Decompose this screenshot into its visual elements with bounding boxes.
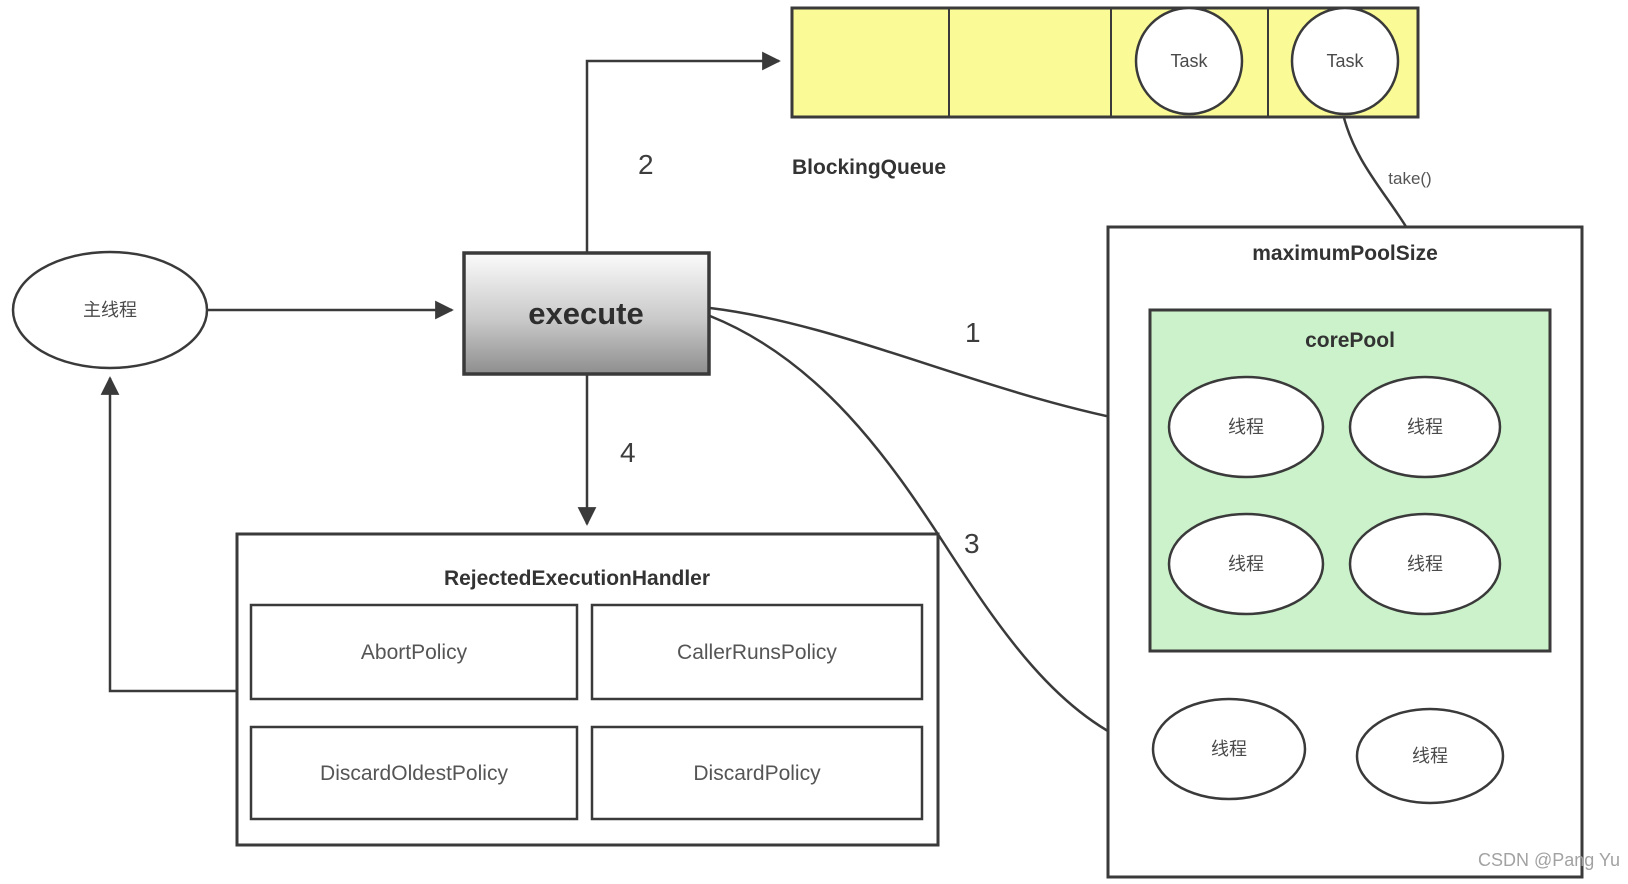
edge-execute-to-queue-step2 — [585, 51, 781, 253]
rejected-execution-handler-box: RejectedExecutionHandler AbortPolicy Cal… — [235, 532, 940, 847]
policy-box: DiscardPolicy — [590, 725, 924, 821]
thread-ellipse — [1167, 512, 1325, 616]
thread-node: 线程 — [1167, 375, 1325, 479]
maximum-pool-box: maximumPoolSize corePool 线程 线程 线程 线程 — [1106, 225, 1584, 879]
thread-label: 线程 — [1228, 417, 1264, 437]
thread-node: 线程 — [1167, 512, 1325, 616]
policy-label: AbortPolicy — [361, 641, 468, 664]
task-circle — [1290, 6, 1400, 116]
thread-ellipse — [1348, 512, 1502, 616]
thread-node: 线程 — [1348, 512, 1502, 616]
policy-box: AbortPolicy — [249, 603, 579, 701]
step-label-4: 4 — [620, 437, 636, 468]
policy-rect — [590, 725, 924, 821]
blocking-queue: Task Task BlockingQueue — [790, 6, 1420, 179]
policy-rect — [249, 603, 579, 701]
step-label-3: 3 — [964, 528, 980, 559]
extra-thread-node: 线程 — [1151, 697, 1307, 801]
blocking-queue-label: BlockingQueue — [792, 156, 946, 179]
task-label: Task — [1326, 51, 1364, 71]
policy-label: DiscardPolicy — [693, 762, 821, 785]
thread-ellipse — [1151, 697, 1307, 801]
handler-title: RejectedExecutionHandler — [444, 567, 710, 590]
thread-label: 线程 — [1407, 554, 1443, 574]
main-thread-label: 主线程 — [83, 300, 137, 320]
main-thread-node: 主线程 — [11, 250, 209, 370]
policy-rect — [249, 725, 579, 821]
thread-label: 线程 — [1407, 417, 1443, 437]
thread-ellipse — [1167, 375, 1325, 479]
edge-execute-to-extrathread-step3 — [709, 314, 1143, 750]
queue-task-node: Task — [1290, 6, 1400, 116]
execute-label: execute — [528, 296, 643, 331]
thread-node: 线程 — [1348, 375, 1502, 479]
thread-label: 线程 — [1211, 739, 1247, 759]
execute-rect — [462, 251, 711, 376]
thread-ellipse — [1355, 707, 1505, 805]
execute-node: execute — [462, 251, 711, 376]
policy-rect — [590, 603, 924, 701]
policy-label: DiscardOldestPolicy — [320, 762, 508, 785]
core-pool-title: corePool — [1305, 329, 1395, 352]
edge-execute-to-corepool-step1 — [709, 306, 1159, 433]
task-circle — [1134, 6, 1244, 116]
queue-task-node: Task — [1134, 6, 1244, 116]
core-pool-box: corePool 线程 线程 线程 线程 — [1148, 308, 1552, 653]
task-label: Task — [1170, 51, 1208, 71]
thread-label: 线程 — [1228, 554, 1264, 574]
policy-label: CallerRunsPolicy — [677, 641, 837, 664]
policy-box: CallerRunsPolicy — [590, 603, 924, 701]
extra-thread-node: 线程 — [1355, 707, 1505, 805]
main-thread-ellipse — [11, 250, 209, 370]
maximum-pool-title: maximumPoolSize — [1252, 242, 1438, 265]
step-label-1: 1 — [965, 317, 981, 348]
policy-box: DiscardOldestPolicy — [249, 725, 579, 821]
thread-ellipse — [1348, 375, 1502, 479]
step-label-2: 2 — [638, 149, 654, 180]
thread-label: 线程 — [1412, 746, 1448, 766]
take-method-label: take() — [1388, 169, 1431, 188]
edge-handler-to-mainthread — [100, 376, 237, 693]
edges — [100, 51, 1441, 750]
watermark-text: CSDN @Pang Yu — [1478, 850, 1620, 870]
